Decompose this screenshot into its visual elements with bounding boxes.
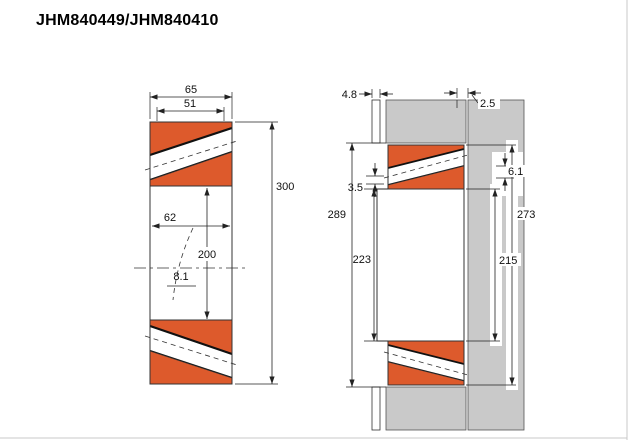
label-mask bbox=[497, 253, 521, 266]
bottom-band-outline bbox=[149, 319, 233, 385]
roller-bottom-mounted bbox=[388, 345, 464, 381]
roller-axis bbox=[383, 154, 469, 179]
left-view: 65 51 300 62 200 8.1 bbox=[134, 84, 300, 385]
bore-region bbox=[149, 185, 233, 321]
cup-face-strip-bottom bbox=[371, 386, 381, 431]
shaft-section bbox=[376, 188, 465, 342]
dim-label-bore-diameter: 200 bbox=[198, 249, 216, 261]
cage-line bbox=[149, 324, 233, 356]
dim-label-shaft-shoulder: 223 bbox=[353, 254, 371, 266]
dim-label-housing-step: 2.5 bbox=[480, 98, 495, 110]
apex-line bbox=[172, 227, 194, 301]
cage-line bbox=[387, 148, 465, 169]
housing-shoulder-bottom bbox=[385, 386, 467, 431]
housing-shoulder-top bbox=[385, 99, 467, 144]
dim-label-cup-width: 65 bbox=[185, 84, 197, 96]
label-mask bbox=[515, 207, 541, 220]
leader-line bbox=[471, 94, 479, 104]
label-mask bbox=[353, 252, 372, 265]
bottom-band-outline-mounted bbox=[387, 340, 465, 386]
dim-label-rib-offset: 8.1 bbox=[173, 271, 188, 283]
roller-top-mounted bbox=[388, 149, 464, 185]
dim-label-cup-standout: 4.8 bbox=[342, 89, 357, 101]
label-mask bbox=[274, 179, 300, 193]
roller-axis-top bbox=[144, 140, 238, 171]
roller-axis bbox=[383, 351, 469, 376]
cage-line bbox=[149, 126, 233, 157]
right-view: 4.8 2.5 3.5 289 223 bbox=[323, 88, 541, 431]
label-mask bbox=[323, 207, 348, 220]
dim-label-housing-bore: 289 bbox=[328, 209, 346, 221]
dim-label-backface-gap: 3.5 bbox=[348, 182, 363, 194]
label-mask bbox=[478, 97, 500, 109]
dim-label-inner-abutment: 215 bbox=[499, 255, 517, 267]
dim-label-inner-width: 62 bbox=[164, 212, 176, 224]
dim-label-cone-front-width: 51 bbox=[184, 98, 196, 110]
label-mask bbox=[195, 247, 219, 261]
cage-line bbox=[387, 344, 465, 365]
dim-label-outer-abutment: 273 bbox=[517, 209, 535, 221]
dim-label-outer-diameter: 300 bbox=[276, 181, 294, 193]
roller-top bbox=[150, 128, 232, 180]
roller-bottom bbox=[150, 326, 232, 378]
roller-axis-bottom bbox=[144, 335, 238, 366]
cup-face-strip-top bbox=[371, 99, 381, 144]
label-mask bbox=[506, 165, 526, 177]
page-title: JHM840449/JHM840410 bbox=[36, 12, 219, 29]
dim-label-front-gap: 6.1 bbox=[508, 166, 523, 178]
